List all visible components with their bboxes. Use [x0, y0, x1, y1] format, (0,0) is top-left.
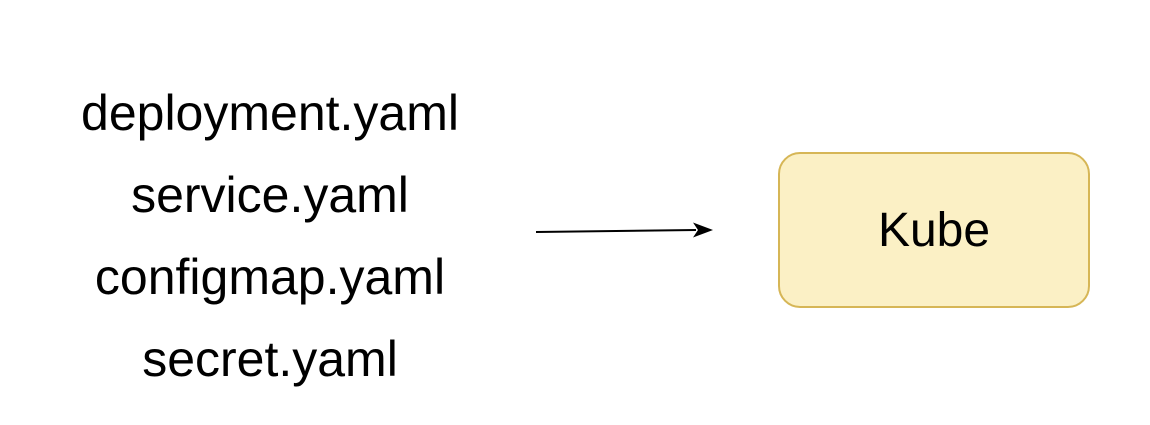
file-label-secret: secret.yaml: [142, 331, 398, 387]
kube-node-label: Kube: [877, 203, 991, 257]
arrow-head: [693, 222, 713, 238]
file-label-service: service.yaml: [131, 167, 409, 223]
arrow-shaft: [535, 229, 697, 233]
manifest-file-list: deployment.yaml service.yaml configmap.y…: [0, 72, 540, 400]
kube-node[interactable]: Kube: [778, 152, 1090, 308]
flow-arrow: [535, 222, 713, 238]
file-label-deployment: deployment.yaml: [81, 85, 459, 141]
file-label-configmap: configmap.yaml: [94, 249, 446, 305]
